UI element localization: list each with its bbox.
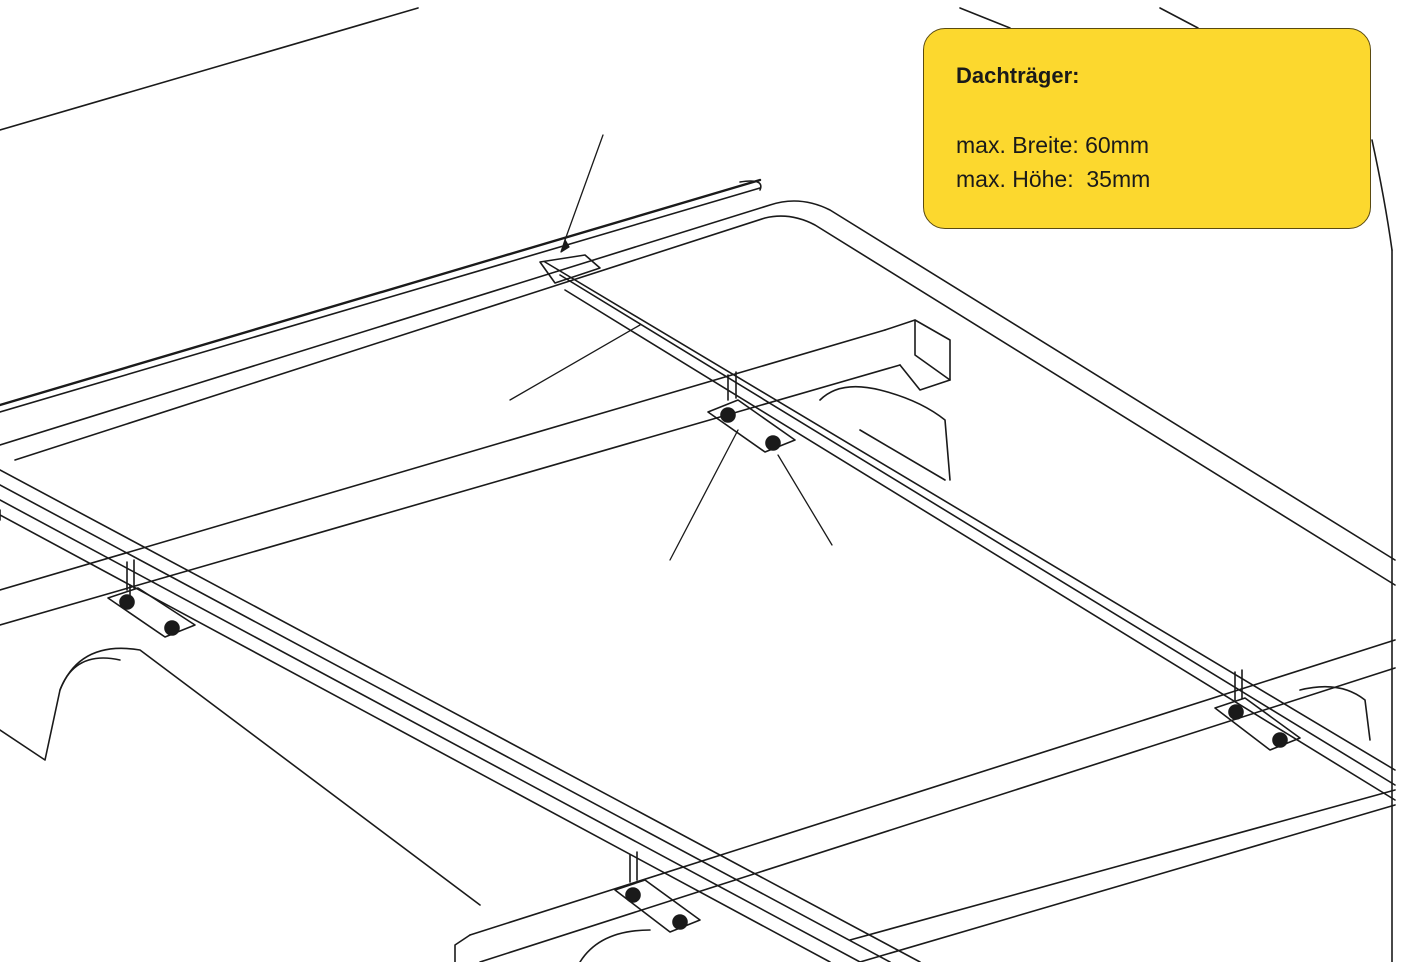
spec-max-height: max. Höhe: 35mm: [956, 166, 1151, 192]
roof-outline: [0, 7, 762, 413]
mounting-foot-right: [1214, 669, 1301, 751]
mounting-foot-top: [707, 371, 796, 453]
upper-crossbar: [0, 319, 951, 626]
spec-max-width: max. Breite: 60mm: [956, 132, 1149, 158]
mounting-foot-left: [107, 559, 196, 638]
spec-title: Dachträger:: [956, 63, 1080, 88]
roof-rack-spec-box: Dachträger: max. Breite: 60mm max. Höhe:…: [923, 28, 1371, 229]
lower-longitudinal-rail: [0, 469, 921, 962]
leader-lines: [509, 134, 833, 561]
roof-right-edge: [959, 7, 1393, 962]
side-curves: [0, 647, 651, 962]
lower-crossbar: [454, 639, 1396, 962]
roof-panel-frame: [0, 200, 1396, 586]
lower-panel-lines: [849, 789, 1396, 962]
upper-longitudinal-rail: [539, 254, 1396, 801]
mounting-foot-bottom: [614, 851, 701, 933]
